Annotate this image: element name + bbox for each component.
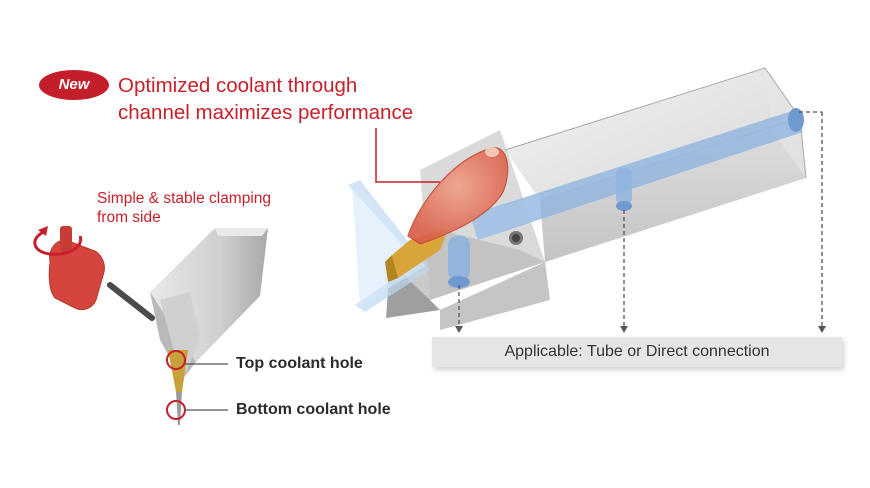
bottom-hole-marker bbox=[166, 400, 228, 420]
connection-label: Applicable: Tube or Direct connection bbox=[432, 337, 842, 367]
cutting-insert bbox=[385, 228, 448, 282]
arrow-heads bbox=[455, 326, 826, 333]
clamping-line-1: Simple & stable clamping bbox=[97, 190, 272, 207]
rotation-arrow-icon bbox=[33, 226, 83, 256]
connection-arrows bbox=[458, 111, 823, 326]
new-badge: New bbox=[39, 70, 109, 100]
clamping-caption: Simple & stable clamping from side bbox=[97, 189, 271, 227]
headline-line-1: Optimized coolant through bbox=[118, 74, 358, 97]
clamp-wrench bbox=[48, 226, 155, 321]
top-hole-marker bbox=[166, 350, 228, 370]
tool-holder-small bbox=[150, 228, 268, 425]
coolant-channel bbox=[448, 108, 804, 288]
bottom-coolant-hole-label: Bottom coolant hole bbox=[236, 401, 391, 418]
clamping-line-2: from side bbox=[97, 209, 161, 226]
coolant-pad bbox=[407, 147, 523, 245]
top-coolant-hole-label: Top coolant hole bbox=[236, 355, 363, 372]
headline-line-2: channel maximizes performance bbox=[118, 101, 414, 124]
coolant-jet bbox=[348, 180, 430, 312]
headline-pointer bbox=[375, 128, 440, 183]
headline: Optimized coolant through channel maximi… bbox=[118, 72, 413, 126]
